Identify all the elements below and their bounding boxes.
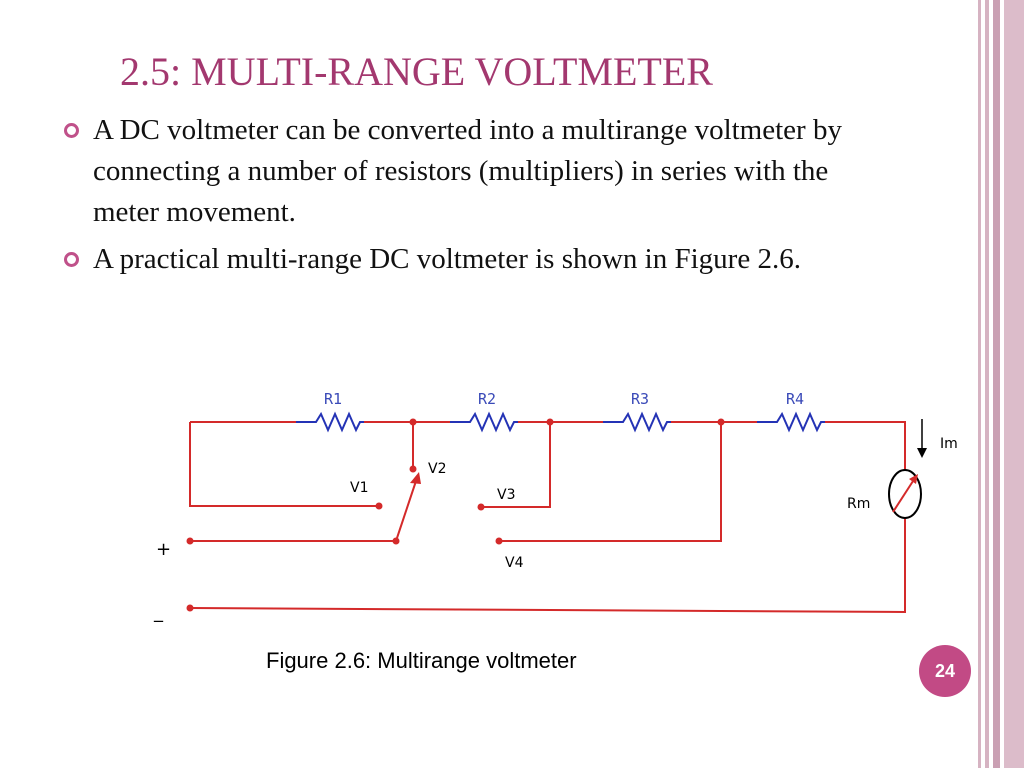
- border-stripe: [985, 0, 989, 768]
- resistor-r3: [603, 411, 671, 433]
- terminal-plus: [186, 537, 194, 545]
- resistors: [296, 411, 825, 433]
- label-rm: Rm: [847, 496, 870, 512]
- page-number-badge: 24: [919, 645, 971, 697]
- meter-needle-arrow-icon: [909, 474, 918, 484]
- terminal-v1: [375, 502, 383, 510]
- bullet-text: A practical multi-range DC voltmeter is …: [93, 243, 801, 275]
- bullet-item: A practical multi-range DC voltmeter is …: [58, 239, 888, 280]
- current-arrowhead-icon: [917, 448, 927, 458]
- terminal-v3: [477, 503, 485, 511]
- junction-dots: [186, 418, 725, 612]
- resistor-r2: [450, 411, 518, 433]
- label-minus: _: [153, 602, 164, 623]
- top-wire: [190, 421, 906, 470]
- selector-switch: [395, 480, 417, 542]
- label-r4: R4: [786, 390, 804, 408]
- resistor-r4: [757, 411, 825, 433]
- circuit-diagram: R1 R2 R3 R4 V1 V2 V3 V4 Im Rm + _: [153, 390, 958, 623]
- terminal-v4: [495, 537, 503, 545]
- v3-branch-wire: [481, 422, 551, 508]
- label-r1: R1: [324, 390, 342, 408]
- wires: [189, 421, 906, 614]
- label-r2: R2: [478, 390, 496, 408]
- v1-branch-wire: [189, 422, 379, 507]
- slide-title: 2.5: MULTI-RANGE VOLTMETER: [120, 49, 713, 94]
- label-im: Im: [940, 436, 958, 452]
- v4-branch-wire: [499, 422, 722, 542]
- page-number: 24: [934, 660, 956, 681]
- terminal-minus: [186, 604, 194, 612]
- junction-dot: [546, 418, 554, 426]
- label-r3: R3: [631, 390, 649, 408]
- figure-caption: Figure 2.6: Multirange voltmeter: [266, 648, 577, 673]
- label-v1: V1: [350, 480, 368, 496]
- meter-needle: [892, 477, 916, 513]
- bullet-item: A DC voltmeter can be converted into a m…: [58, 110, 888, 233]
- ring-bullet-icon: [64, 252, 79, 267]
- label-v2: V2: [428, 461, 446, 477]
- label-v3: V3: [497, 487, 515, 503]
- ring-bullet-icon: [64, 123, 79, 138]
- junction-dot: [717, 418, 725, 426]
- switch-pivot: [392, 537, 400, 545]
- resistor-r1: [296, 411, 364, 433]
- border-stripe: [978, 0, 981, 768]
- bullet-text: A DC voltmeter can be converted into a m…: [93, 114, 842, 228]
- border-stripe: [993, 0, 1000, 768]
- label-plus: +: [156, 539, 171, 560]
- terminal-v2: [409, 465, 417, 473]
- label-v4: V4: [505, 555, 524, 571]
- bullet-list: A DC voltmeter can be converted into a m…: [58, 110, 888, 286]
- return-wire: [189, 518, 906, 614]
- switch-arrow-icon: [410, 472, 421, 484]
- border-stripe: [1004, 0, 1024, 768]
- junction-dot: [409, 418, 417, 426]
